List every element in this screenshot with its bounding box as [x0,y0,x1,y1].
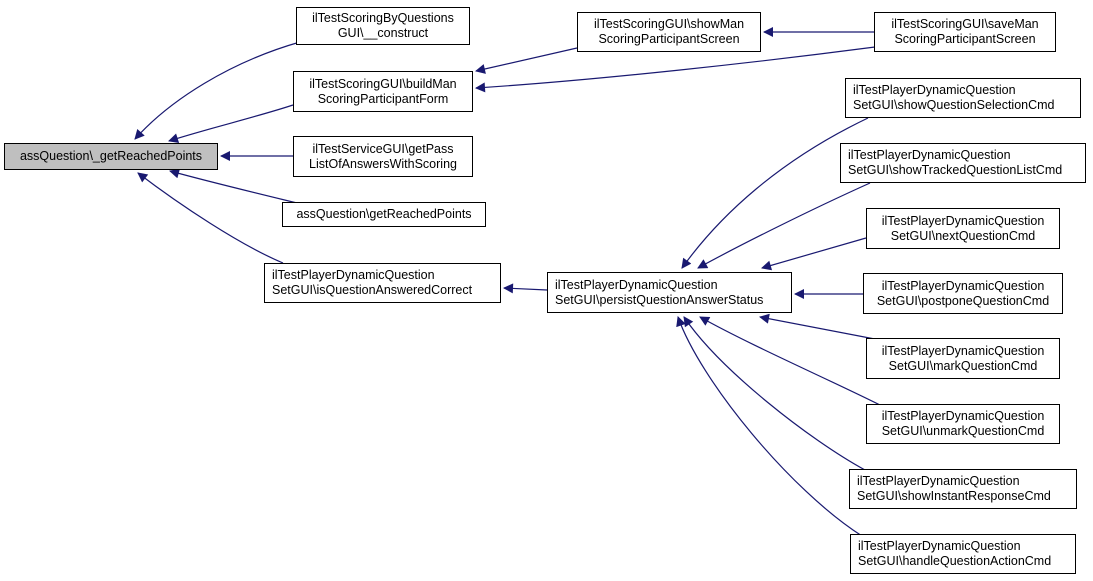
edge-n16-to-n8 [676,316,863,537]
node-label-line1: ilTestScoringGUI\showMan [593,17,745,31]
node-label-line2: SetGUI\showTrackedQuestionListCmd [848,163,1063,177]
node-show-tracked-question-list-cmd[interactable]: ilTestPlayerDynamicQuestion SetGUI\showT… [840,143,1086,183]
node-label-line2: SetGUI\persistQuestionAnswerStatus [555,292,764,307]
node-label-line1: ilTestServiceGUI\getPass [312,141,454,156]
node-label-line2: ScoringParticipantScreen [598,32,740,46]
node-label-line1: ilTestPlayerDynamicQuestion [881,409,1045,423]
node-label-line1: ilTestPlayerDynamicQuestion [555,277,718,292]
node-label-line1: ilTestPlayerDynamicQuestion [881,343,1045,358]
edge-n11-to-n8 [761,237,867,271]
node-label-line1: ilTestPlayerDynamicQuestion [858,539,1021,553]
node-label-line1: ilTestPlayerDynamicQuestion [848,148,1011,162]
node-label-line1: ilTestPlayerDynamicQuestion [857,474,1020,488]
node-label-line1: ilTestScoringByQuestions [312,11,454,25]
edge-n14-to-n8 [699,316,881,406]
edge-n2-to-n0 [168,104,294,144]
node-is-question-answered-correct[interactable]: ilTestPlayerDynamicQuestion SetGUI\isQue… [264,263,501,303]
node-persist-question-answer-status[interactable]: ilTestPlayerDynamicQuestion SetGUI\persi… [547,272,792,313]
node-next-question-cmd[interactable]: ilTestPlayerDynamicQuestion SetGUI\nextQ… [866,208,1060,249]
node-label: assQuestion\getReachedPoints [296,207,472,221]
edge-n1-to-n0 [134,41,301,140]
node-label-line2: SetGUI\nextQuestionCmd [890,228,1036,243]
node-scoring-by-questions-construct[interactable]: ilTestScoringByQuestions GUI\__construct [296,7,470,45]
edge-n15-to-n8 [683,316,866,471]
node-label-line2: SetGUI\postponeQuestionCmd [876,293,1050,308]
node-show-man-scoring-participant-screen[interactable]: ilTestScoringGUI\showMan ScoringParticip… [577,12,761,52]
node-postpone-question-cmd[interactable]: ilTestPlayerDynamicQuestion SetGUI\postp… [863,273,1063,314]
edge-n4-to-n0 [169,168,298,204]
edge-n7-to-n2 [475,46,876,93]
edge-n8-to-n5 [503,283,548,294]
node-label-line2: ScoringParticipantScreen [894,32,1036,46]
node-mark-question-cmd[interactable]: ilTestPlayerDynamicQuestion SetGUI\markQ… [866,338,1060,379]
node-label-line2: ListOfAnswersWithScoring [309,156,457,171]
node-label: assQuestion\_getReachedPoints [19,149,203,163]
node-get-reached-points[interactable]: assQuestion\getReachedPoints [282,202,486,227]
node-save-man-scoring-participant-screen[interactable]: ilTestScoringGUI\saveMan ScoringParticip… [874,12,1056,52]
node-label-line2: SetGUI\showQuestionSelectionCmd [853,98,1055,112]
node-label-line1: ilTestPlayerDynamicQuestion [881,213,1045,228]
edge-n5-to-n0 [137,172,284,264]
node-label-line2: GUI\__construct [337,26,429,40]
edge-n13-to-n8 [759,313,881,341]
node-label-line2: SetGUI\unmarkQuestionCmd [881,424,1045,438]
node-label-line1: ilTestPlayerDynamicQuestion [272,268,435,282]
node-label-line1: ilTestPlayerDynamicQuestion [853,83,1016,97]
node-show-instant-response-cmd[interactable]: ilTestPlayerDynamicQuestion SetGUI\showI… [849,469,1077,509]
node-get-pass-list-of-answers[interactable]: ilTestServiceGUI\getPass ListOfAnswersWi… [293,136,473,177]
node-label-line2: SetGUI\handleQuestionActionCmd [858,554,1052,568]
node-label-line1: ilTestPlayerDynamicQuestion [881,278,1045,293]
node-handle-question-action-cmd[interactable]: ilTestPlayerDynamicQuestion SetGUI\handl… [850,534,1076,574]
node-unmark-question-cmd[interactable]: ilTestPlayerDynamicQuestion SetGUI\unmar… [866,404,1060,444]
node-label-line2: SetGUI\markQuestionCmd [888,358,1038,373]
node-build-man-scoring-participant-form[interactable]: ilTestScoringGUI\buildMan ScoringPartici… [293,71,473,112]
edge-n9-to-n8 [681,117,869,269]
node-label-line2: ScoringParticipantForm [317,91,449,106]
node-root-get-reached-points: assQuestion\_getReachedPoints [4,143,218,170]
edge-n6-to-n2 [475,47,578,74]
node-show-question-selection-cmd[interactable]: ilTestPlayerDynamicQuestion SetGUI\showQ… [845,78,1081,118]
edge-n10-to-n8 [697,182,871,269]
node-label-line1: ilTestScoringGUI\buildMan [309,76,457,91]
node-label-line2: SetGUI\showInstantResponseCmd [857,489,1051,503]
node-label-line1: ilTestScoringGUI\saveMan [891,17,1039,31]
node-label-line2: SetGUI\isQuestionAnsweredCorrect [272,283,473,297]
